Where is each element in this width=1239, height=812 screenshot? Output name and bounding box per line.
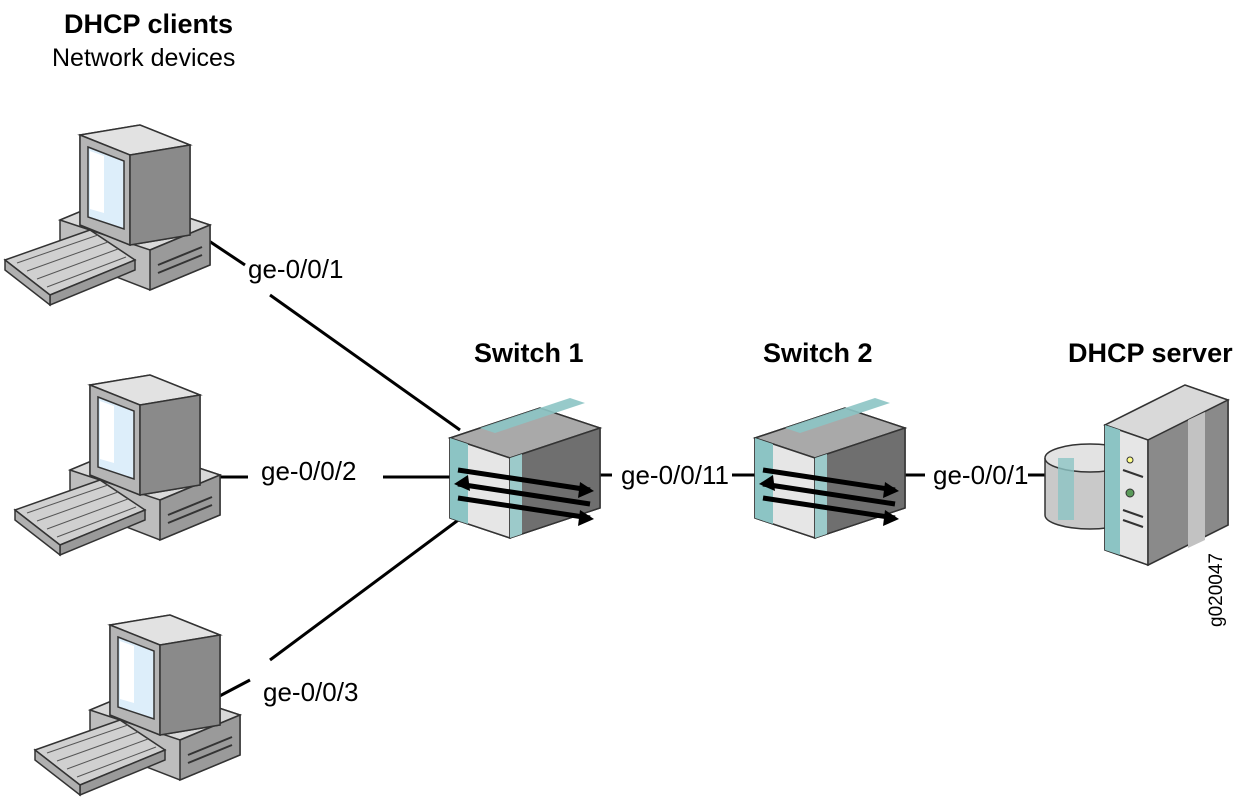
figure-id: g020047 xyxy=(1206,553,1227,627)
switch-2-icon xyxy=(755,398,905,538)
port-label-server: ge-0/0/1 xyxy=(933,460,1029,490)
switch-2-label: Switch 2 xyxy=(763,338,873,368)
server-label: DHCP server xyxy=(1068,338,1233,368)
switch-1-label: Switch 1 xyxy=(474,338,584,368)
link-client1-switch xyxy=(269,293,461,432)
client-computer-icon xyxy=(4,124,211,306)
port-label-client3: ge-0/0/3 xyxy=(263,677,359,707)
client-computer-icon xyxy=(14,374,221,556)
client-computer-icon xyxy=(34,614,241,796)
page-subtitle: Network devices xyxy=(52,44,236,72)
link-client3-switch xyxy=(269,513,466,662)
port-label-trunk: ge-0/0/11 xyxy=(621,460,729,490)
port-label-client2: ge-0/0/2 xyxy=(261,456,357,486)
page-title: DHCP clients xyxy=(64,9,234,39)
port-label-client1: ge-0/0/1 xyxy=(248,254,344,284)
switch-1-icon xyxy=(450,398,600,538)
server-icon xyxy=(1044,384,1230,567)
